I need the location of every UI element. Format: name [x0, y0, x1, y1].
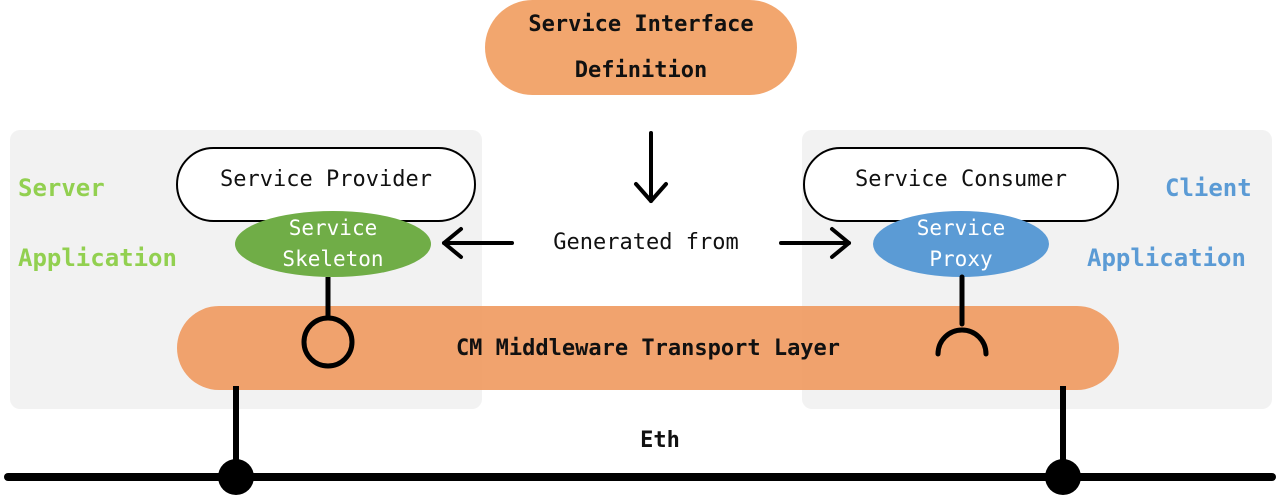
service-skeleton: Service Skeleton	[235, 211, 431, 277]
service-provider-label: Service Provider	[220, 167, 432, 192]
transport-layer-label: CM Middleware Transport Layer	[455, 335, 841, 361]
interface-definition-line1: Service Interface	[528, 11, 754, 37]
server-role-line1: Server	[18, 174, 105, 202]
skeleton-line2: Skeleton	[282, 247, 384, 271]
proxy-line1: Service	[916, 216, 1006, 240]
client-network-node	[1045, 459, 1081, 495]
eth-label: Eth	[640, 428, 680, 453]
client-role-line1: Client	[1165, 174, 1252, 202]
cm-middleware-transport-layer: CM Middleware Transport Layer	[177, 306, 1119, 390]
client-role-line2: Application	[1087, 244, 1246, 272]
server-network-node	[218, 459, 254, 495]
generated-from-label: Generated from	[553, 230, 739, 255]
proxy-line2: Proxy	[929, 247, 993, 271]
service-consumer-label: Service Consumer	[855, 167, 1067, 192]
arrow-down-icon	[634, 131, 668, 203]
service-proxy: Service Proxy	[873, 211, 1049, 277]
server-role-line2: Application	[18, 244, 177, 272]
service-interface-definition: Service Interface Definition	[485, 0, 797, 95]
service-consumer: Service Consumer	[803, 147, 1119, 222]
skeleton-line1: Service	[288, 216, 378, 240]
interface-definition-line2: Definition	[574, 57, 708, 83]
